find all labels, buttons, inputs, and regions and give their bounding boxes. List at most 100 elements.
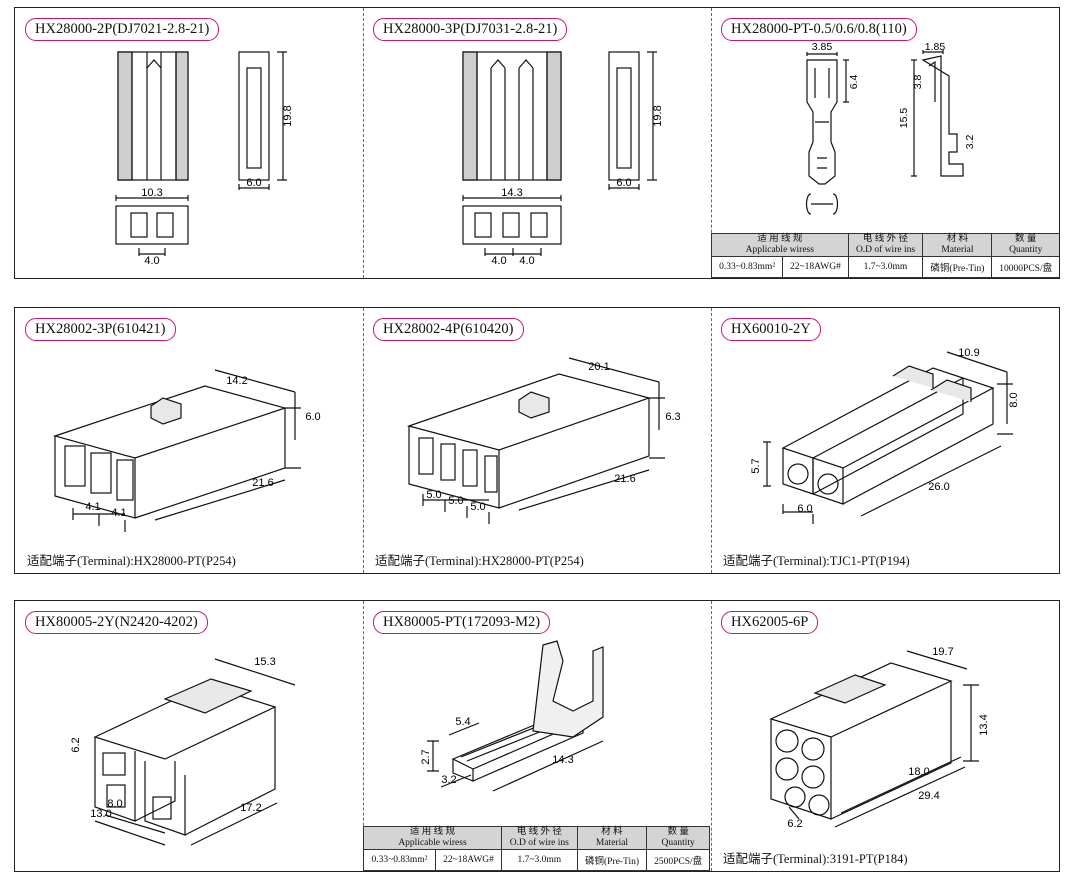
dim-label: 10.9	[958, 347, 979, 359]
dim-width: 10.3	[141, 187, 162, 199]
column-divider	[711, 308, 712, 573]
cell-mm: 0.33~0.83mm²	[710, 256, 784, 278]
catalog-row-3: HX80005-2Y(N2420-4202) 15.3 6.2 8.0 13.0…	[14, 600, 1060, 872]
dim-pitch: 4.0	[519, 255, 534, 267]
housing-6p-iso-drawing: 19.7 13.4 18.0 29.4 6.2	[769, 646, 990, 830]
dim-label: 2.7	[420, 749, 432, 764]
product-panel-hx60010-2y: HX60010-2Y 10.9 8.0 5.7 26.0 6.0 适配端子(Te…	[711, 308, 1059, 573]
housing-4p-iso-drawing: 20.1 6.3 21.6 5.0 5.0 5.0	[406, 357, 681, 524]
dim-label: 5.0	[426, 489, 441, 501]
terminal-80005-drawing: 5.4 2.7 3.2 14.3	[420, 640, 604, 792]
catalog-row-2: HX28002-3P(610421) 14.2 6.0 21.6 4.1 4.1…	[14, 307, 1060, 574]
dim-label: 5.4	[455, 716, 470, 728]
housing-3p-iso-drawing: 14.2 6.0 21.6 4.1 4.1	[52, 369, 321, 532]
terminal-footnote: 适配端子(Terminal):3191-PT(P184)	[723, 852, 908, 866]
dim-depth: 6.0	[246, 177, 261, 189]
dim-label: 4.1	[111, 507, 126, 519]
dim-label: 8.0	[1008, 392, 1020, 407]
cell-material: 磷铜(Pre-Tin)	[922, 256, 993, 278]
dim-label: 6.2	[70, 737, 82, 752]
cell-awg: 22~18AWG#	[435, 849, 502, 871]
product-title: HX80005-2Y(N2420-4202)	[25, 611, 208, 634]
dim-label: 17.2	[240, 802, 261, 814]
dim-label: 19.7	[932, 646, 953, 658]
cell-od: 1.7~3.0mm	[847, 256, 924, 278]
dim-width: 14.3	[501, 187, 522, 199]
terminal-footnote: 适配端子(Terminal):HX28000-PT(P254)	[375, 554, 584, 568]
dim-label: 6.3	[665, 411, 680, 423]
dim-label: 5.0	[448, 495, 463, 507]
product-title: HX28002-3P(610421)	[25, 318, 176, 341]
dim-label: 21.6	[252, 477, 273, 489]
dim-label: 21.6	[614, 473, 635, 485]
product-panel-hx80005-pt: HX80005-PT(172093-M2) 5.4 2.7 3.2 14.3 适…	[362, 601, 711, 871]
product-panel-hx28000-2p: HX28000-2P(DJ7021-2.8-21) 19.8	[15, 8, 363, 278]
column-divider	[363, 8, 364, 278]
dim-height: 19.8	[282, 105, 294, 126]
catalog-row-1: HX28000-2P(DJ7021-2.8-21) 19.8	[14, 7, 1060, 279]
table-row: 0.33~0.83mm² 22~18AWG# 1.7~3.0mm 磷铜(Pre-…	[710, 256, 1059, 278]
dim-label: 6.0	[305, 411, 320, 423]
dim-label: 5.7	[750, 458, 762, 473]
housing-2p-drawing: 19.8 6.0 10.3 4.0	[115, 51, 294, 267]
dim-label: 3.8	[912, 75, 924, 90]
dim-label: 18.0	[908, 766, 929, 778]
dim-label: 8.0	[107, 798, 122, 810]
product-panel-hx28002-3p: HX28002-3P(610421) 14.2 6.0 21.6 4.1 4.1…	[15, 308, 363, 573]
dim-label: 4.1	[85, 501, 100, 513]
housing-3p-drawing: 19.8 6.0 14.3 4.0 4.0	[462, 51, 664, 267]
table-row: 0.33~0.83mm² 22~18AWG# 1.7~3.0mm 磷铜(Pre-…	[362, 849, 710, 871]
cell-mm: 0.33~0.83mm²	[362, 849, 437, 871]
product-panel-hx80005-2y: HX80005-2Y(N2420-4202) 15.3 6.2 8.0 13.0…	[15, 601, 363, 871]
housing-80005-iso-drawing: 15.3 6.2 8.0 13.0 17.2	[70, 656, 296, 846]
dim-label: 6.4	[848, 75, 860, 90]
dim-pitch: 4.0	[491, 255, 506, 267]
cell-od: 1.7~3.0mm	[500, 849, 578, 871]
product-title: HX80005-PT(172093-M2)	[373, 611, 551, 634]
column-divider	[711, 8, 712, 278]
cell-quantity: 10000PCS/盘	[991, 256, 1059, 278]
product-panel-hx28000-pt: HX28000-PT-0.5/0.6/0.8(110) 3.85 6.4 1.8…	[710, 8, 1059, 278]
dim-depth: 6.0	[616, 177, 631, 189]
column-divider	[363, 308, 364, 573]
product-title: HX28000-PT-0.5/0.6/0.8(110)	[721, 18, 917, 41]
column-divider	[363, 601, 364, 871]
dim-label: 3.85	[812, 41, 833, 53]
product-title: HX62005-6P	[721, 611, 819, 634]
dim-pitch: 4.0	[144, 255, 159, 267]
dim-label: 15.3	[254, 656, 275, 668]
dim-label: 20.1	[588, 361, 609, 373]
dim-label: 15.5	[898, 108, 910, 129]
column-divider	[711, 601, 712, 871]
dim-label: 13.4	[978, 714, 990, 735]
dim-label: 3.2	[441, 774, 456, 786]
product-title: HX28000-3P(DJ7031-2.8-21)	[373, 18, 568, 41]
dim-height: 19.8	[652, 105, 664, 126]
product-title: HX60010-2Y	[721, 318, 821, 341]
product-panel-hx62005-6p: HX62005-6P 19.7 13.4 18.0 29.4 6.2 适配端子(…	[711, 601, 1059, 871]
dim-label: 5.0	[470, 501, 485, 513]
product-title: HX28000-2P(DJ7021-2.8-21)	[25, 18, 220, 41]
cell-material: 磷铜(Pre-Tin)	[576, 849, 648, 871]
dim-label: 29.4	[918, 790, 939, 802]
cell-quantity: 2500PCS/盘	[646, 849, 710, 871]
dim-label: 3.2	[964, 135, 976, 150]
dim-label: 6.0	[797, 503, 812, 515]
terminal-footnote: 适配端子(Terminal):HX28000-PT(P254)	[27, 554, 236, 568]
cell-awg: 22~18AWG#	[782, 256, 849, 278]
terminal-footnote: 适配端子(Terminal):TJC1-PT(P194)	[723, 554, 910, 568]
dim-label: 1.85	[925, 41, 946, 53]
product-panel-hx28000-3p: HX28000-3P(DJ7031-2.8-21) 19.8 6.0 14	[363, 8, 711, 278]
product-panel-hx28002-4p: HX28002-4P(610420) 20.1 6.3 21.6 5.0 5.0…	[363, 308, 711, 573]
product-title: HX28002-4P(610420)	[373, 318, 524, 341]
terminal-drawing: 3.85 6.4 1.85 3.8 15.5 3.2	[805, 41, 976, 215]
